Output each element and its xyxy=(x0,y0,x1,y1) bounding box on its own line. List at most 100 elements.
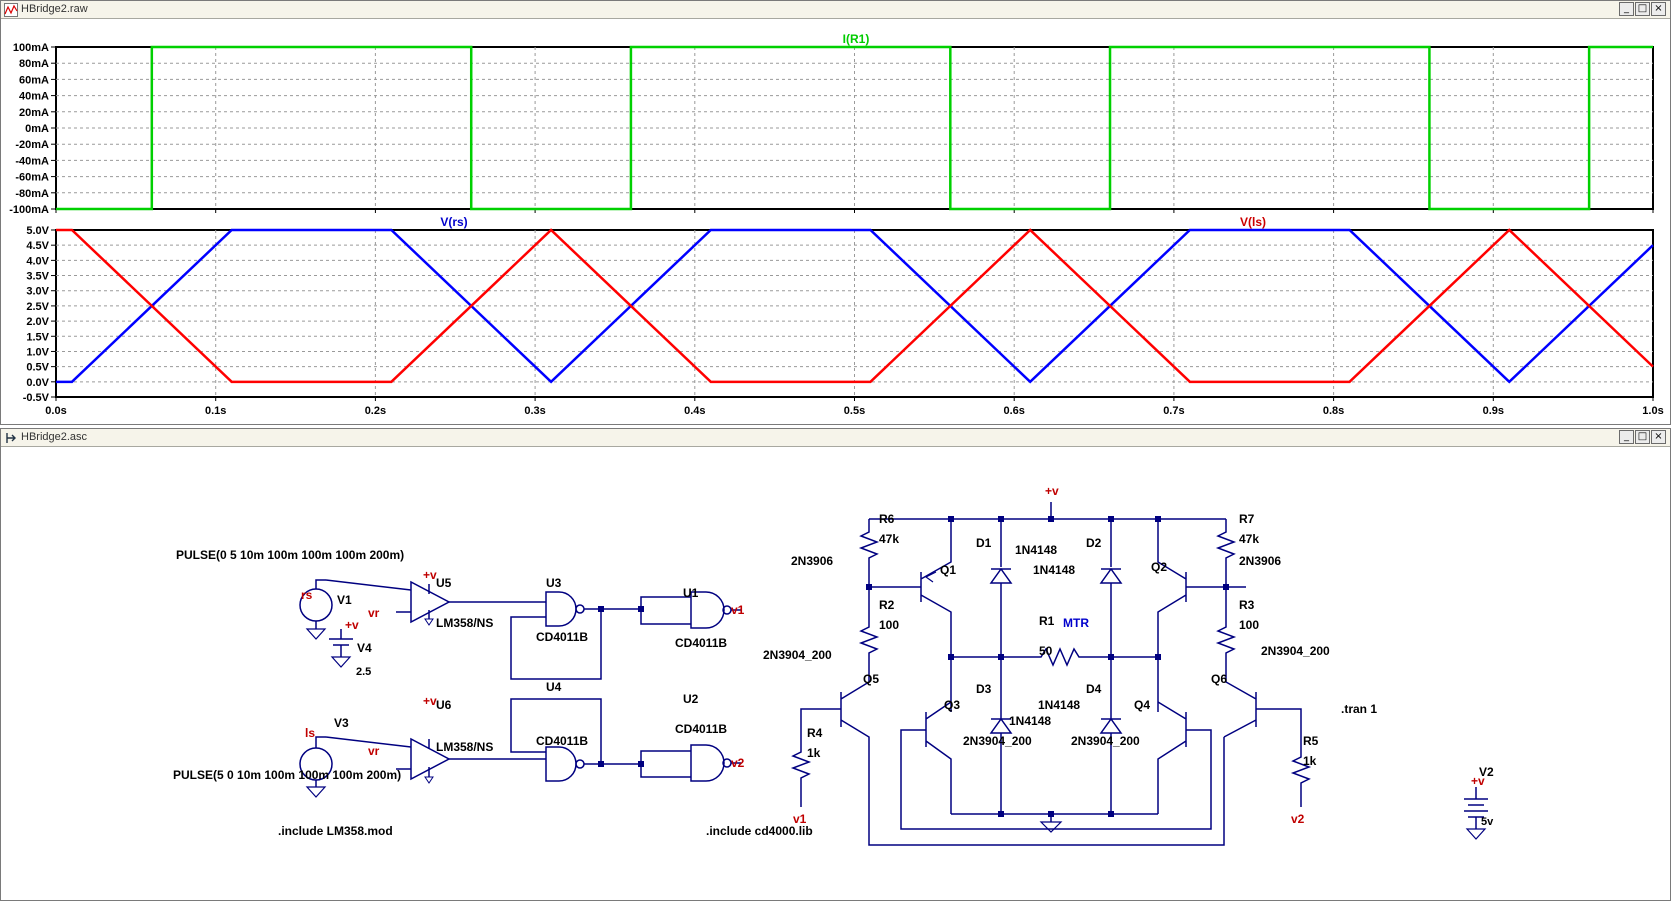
y-tick-label: 4.5V xyxy=(26,240,49,252)
y-tick-label: 4.0V xyxy=(26,255,49,267)
pulse-label-2: PULSE(5 0 10m 100m 100m 100m 200m) xyxy=(173,768,401,782)
y-tick-label: 1.0V xyxy=(26,346,49,358)
y-tick-label: 0mA xyxy=(25,123,49,135)
u5-label: U5 xyxy=(436,576,452,590)
r1-label: R1 xyxy=(1039,614,1055,628)
net-vr-label-1: vr xyxy=(368,606,380,620)
r4-value: 1k xyxy=(807,746,821,760)
maximize-button[interactable]: □ xyxy=(1635,2,1650,16)
y-tick-label: -0.5V xyxy=(23,392,50,404)
y-tick-label: 2.0V xyxy=(26,316,49,328)
y-tick-label: 20mA xyxy=(19,107,49,119)
q4-model: 2N3904_200 xyxy=(1071,734,1140,748)
y-tick-label: 80mA xyxy=(19,58,49,70)
maximize-button[interactable]: □ xyxy=(1635,430,1650,444)
close-button[interactable]: × xyxy=(1651,2,1666,16)
d2-label: D2 xyxy=(1086,536,1102,550)
trace-title: V(ls) xyxy=(1240,215,1266,229)
q1-model: 2N3906 xyxy=(791,554,833,568)
mtr-label: MTR xyxy=(1063,616,1089,630)
x-tick-label: 0.5s xyxy=(844,405,865,417)
x-tick-label: 1.0s xyxy=(1642,405,1663,417)
q3-model: 2N3904_200 xyxy=(963,734,1032,748)
trace-title: V(rs) xyxy=(440,215,467,229)
trace-ir1 xyxy=(56,45,1653,211)
net-v1-in: v1 xyxy=(793,812,807,826)
q6-model: 2N3904_200 xyxy=(1261,644,1330,658)
x-tick-label: 0.9s xyxy=(1483,405,1504,417)
x-tick-label: 0.0s xyxy=(45,405,66,417)
y-tick-label: 60mA xyxy=(19,74,49,86)
d3-model: 1N4148 xyxy=(1009,714,1051,728)
d3-label: D3 xyxy=(976,682,992,696)
r5-value: 1k xyxy=(1303,754,1317,768)
waveform-window: HBridge2.raw _ □ × 100mA 80mA 60mA 40mA 20mA… xyxy=(0,0,1671,425)
u5-model: LM358/NS xyxy=(436,616,493,630)
include-lm358: .include LM358.mod xyxy=(278,824,393,838)
r4-label: R4 xyxy=(807,726,823,740)
waveform-icon xyxy=(4,3,18,17)
net-v-u5: +v xyxy=(423,568,437,582)
x-tick-label: 0.6s xyxy=(1003,405,1024,417)
net-vr-label-2: vr xyxy=(368,744,380,758)
schematic-canvas[interactable]: PULSE(0 5 10m 100m 100m 100m 200m) PULSE… xyxy=(1,447,1670,900)
u4-model: CD4011B xyxy=(536,734,588,748)
minimize-button[interactable]: _ xyxy=(1619,430,1634,444)
x-tick-label: 0.8s xyxy=(1323,405,1344,417)
v3-label: V3 xyxy=(334,716,349,730)
q5-model: 2N3904_200 xyxy=(763,648,832,662)
current-plot-pane[interactable]: 100mA80mA60mA40mA20mA0mA-20mA-40mA-60mA-… xyxy=(9,32,1654,216)
window-title: HBridge2.asc xyxy=(21,431,88,443)
q5-label: Q5 xyxy=(863,672,879,686)
r3-label: R3 xyxy=(1239,598,1255,612)
y-tick-label: -60mA xyxy=(15,172,49,184)
y-tick-label: 0.5V xyxy=(26,362,49,374)
trace-vls xyxy=(56,228,1654,384)
waveform-plots[interactable]: 100mA80mA60mA40mA20mA0mA-20mA-40mA-60mA-… xyxy=(1,19,1670,424)
trace-vrs xyxy=(56,228,1654,384)
waveform-titlebar[interactable]: HBridge2.raw _ □ × xyxy=(1,1,1670,19)
y-tick-label: 40mA xyxy=(19,91,49,103)
v2-label: V2 xyxy=(1479,765,1494,779)
schematic-titlebar[interactable]: HBridge2.asc _ □ × xyxy=(1,429,1670,447)
include-cd4000: .include cd4000.lib xyxy=(706,824,813,838)
r2-value: 100 xyxy=(879,618,899,632)
u2-model: CD4011B xyxy=(675,722,727,736)
r5-label: R5 xyxy=(1303,734,1319,748)
y-tick-label: 100mA xyxy=(13,42,49,54)
net-v-v2: +v xyxy=(1471,774,1485,788)
d2-model: 1N4148 xyxy=(1033,563,1075,577)
d4-label: D4 xyxy=(1086,682,1102,696)
voltage-plot-pane[interactable]: 5.0V4.5V4.0V3.5V3.0V2.5V2.0V1.5V1.0V0.5V… xyxy=(23,215,1664,417)
q2-label: Q2 xyxy=(1151,560,1167,574)
tran-directive: .tran 1 xyxy=(1341,702,1377,716)
u6-model: LM358/NS xyxy=(436,740,493,754)
v4-value: 2.5 xyxy=(356,666,371,678)
v4-label: V4 xyxy=(357,641,372,655)
v1-label: V1 xyxy=(337,593,352,607)
d1-model: 1N4148 xyxy=(1015,543,1057,557)
net-v2-in: v2 xyxy=(1291,812,1305,826)
y-tick-label: 0.0V xyxy=(26,377,49,389)
y-tick-label: -20mA xyxy=(15,139,49,151)
y-tick-label: 3.0V xyxy=(26,286,49,298)
u3-model: CD4011B xyxy=(536,630,588,644)
net-ls-label: ls xyxy=(305,726,315,740)
net-rs-label: rs xyxy=(301,588,313,602)
minimize-button[interactable]: _ xyxy=(1619,2,1634,16)
net-v-bridge: +v xyxy=(1045,484,1059,498)
x-tick-label: 0.3s xyxy=(524,405,545,417)
schematic-window: HBridge2.asc _ □ × xyxy=(0,428,1671,901)
close-button[interactable]: × xyxy=(1651,430,1666,444)
d4-model: 1N4148 xyxy=(1038,698,1080,712)
r6-value: 47k xyxy=(879,532,899,546)
window-title: HBridge2.raw xyxy=(21,3,88,15)
y-tick-label: 5.0V xyxy=(26,225,49,237)
y-tick-label: -80mA xyxy=(15,188,49,200)
r1-value: 50 xyxy=(1039,644,1053,658)
q3-label: Q3 xyxy=(944,698,960,712)
y-tick-label: -100mA xyxy=(9,204,49,216)
net-v-v4: +v xyxy=(345,618,359,632)
x-tick-label: 0.2s xyxy=(365,405,386,417)
q6-label: Q6 xyxy=(1211,672,1227,686)
